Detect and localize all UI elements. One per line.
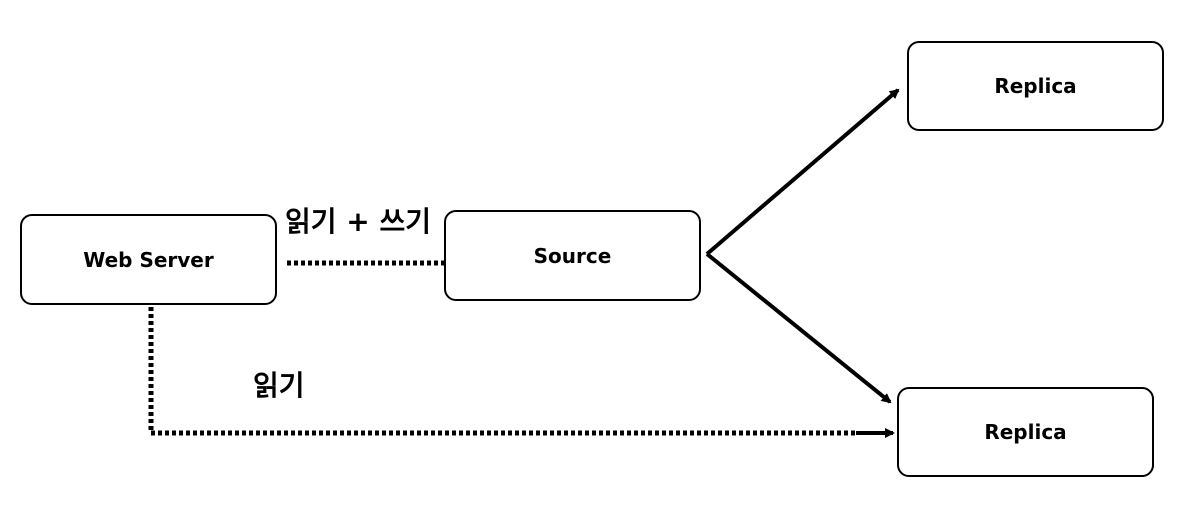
source-node: Source <box>444 210 701 301</box>
edge-label-read: 읽기 <box>253 369 305 402</box>
web-server-label: Web Server <box>83 247 214 272</box>
source-label: Source <box>533 243 612 268</box>
edge-source-to-replica-top <box>705 88 900 256</box>
replica-bottom-label: Replica <box>984 420 1067 444</box>
edge-web-to-replica-bottom <box>148 307 858 436</box>
replica-top-node: Replica <box>907 41 1164 131</box>
edge-source-to-replica-bottom <box>705 252 892 404</box>
replica-bottom-node: Replica <box>897 387 1154 477</box>
edge-label-read-write: 읽기 + 쓰기 <box>285 205 431 238</box>
replica-top-label: Replica <box>994 74 1077 98</box>
web-server-node: Web Server <box>20 214 277 305</box>
